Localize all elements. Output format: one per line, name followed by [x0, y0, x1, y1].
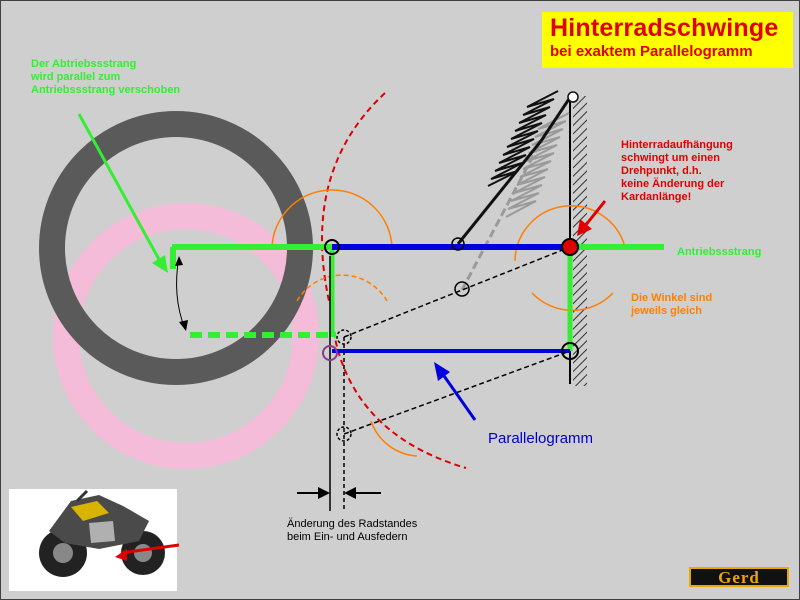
parallelogram-label: Parallelogramm	[488, 430, 594, 447]
red-arc-lower	[330, 310, 467, 469]
spring-compressed	[505, 112, 570, 218]
wheelbase-change-label: Änderung des Radstandes beim Ein- und Au…	[287, 518, 418, 543]
blue-callout-arrow	[440, 372, 477, 421]
parallelogram-upper	[343, 246, 571, 338]
rotation-arrowhead-top	[175, 256, 183, 266]
joint-upper-left	[324, 239, 340, 255]
joint-lower-left	[322, 345, 338, 361]
gerd-logo: Gerd	[689, 567, 789, 587]
diagram-title: Hinterradschwinge	[550, 14, 779, 42]
shock-absorber	[456, 140, 543, 245]
orange-arc-left-bottom	[370, 420, 418, 457]
joint-compressed-upper	[336, 329, 352, 345]
joint-spring-lower	[451, 237, 465, 251]
output-shaft-note: Der Abtriebssstrang wird parallel zum An…	[31, 58, 181, 96]
orange-arc-left-upper	[271, 189, 393, 248]
spring-coil	[487, 90, 559, 187]
wheelbase-arrowhead-right	[344, 487, 356, 499]
spring-top-pivot	[567, 91, 579, 103]
suspension-note: Hinterradaufhängung schwingt um einen Dr…	[621, 139, 733, 203]
red-arc-upper	[321, 92, 386, 302]
green-callout-arrowhead	[152, 255, 168, 273]
blue-callout-arrowhead	[434, 362, 450, 381]
joint-spring-lower-compressed	[454, 281, 470, 297]
red-callout-arrowhead	[577, 219, 592, 236]
frame-hatch	[573, 96, 587, 386]
shock-absorber-compressed	[460, 140, 543, 291]
green-callout-arrow	[77, 113, 163, 264]
logo-text: Gerd	[718, 568, 760, 587]
joint-lower-right	[561, 342, 579, 360]
wheelbase-arrowhead-left	[318, 487, 330, 499]
orange-arc-right	[514, 205, 626, 262]
drive-shaft-label: Antriebssstrang	[677, 246, 762, 258]
title-box	[542, 12, 793, 68]
spring-top	[539, 95, 573, 142]
main-pivot	[561, 238, 579, 256]
rotation-arrowhead-bottom	[179, 320, 188, 331]
angles-note: Die Winkel sind jeweils gleich	[631, 292, 713, 317]
diagram-subtitle: bei exaktem Parallelogramm	[550, 43, 753, 60]
joint-compressed-lower	[336, 426, 352, 442]
rotation-arrow	[176, 256, 186, 330]
red-callout-arrow	[583, 200, 607, 227]
motorcycle-icon	[9, 489, 180, 591]
